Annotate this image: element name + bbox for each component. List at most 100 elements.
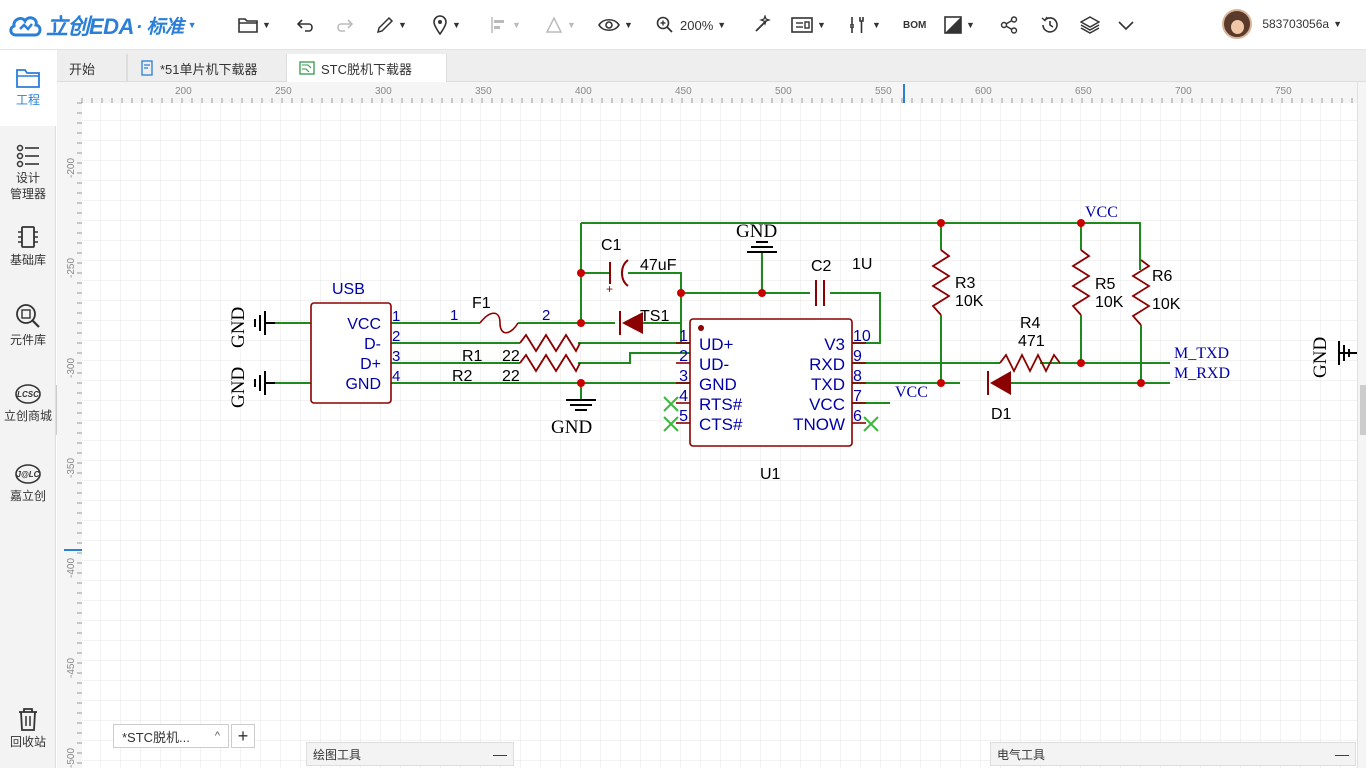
- svg-text:LCSC: LCSC: [17, 390, 39, 399]
- trash-icon: [19, 708, 37, 731]
- pencil-button[interactable]: ▼: [376, 12, 407, 38]
- sheet-tab[interactable]: *STC脱机... ^: [113, 724, 229, 748]
- rotate-icon: [545, 16, 563, 33]
- junctions: [577, 219, 1145, 387]
- theme-button[interactable]: ▼: [944, 12, 975, 38]
- gnd-symbol[interactable]: [566, 399, 596, 411]
- bom-button[interactable]: BOM: [903, 19, 927, 31]
- ruler-label: 450: [675, 86, 692, 97]
- u1-pin-num: 10: [853, 328, 871, 345]
- u1-pin-name: CTS#: [699, 415, 743, 434]
- sidebar-item-design-manager[interactable]: 设计 管理器: [0, 144, 56, 202]
- resistor-r2[interactable]: [519, 353, 581, 373]
- pcb-file-icon: [299, 61, 315, 75]
- align-button[interactable]: ▼: [490, 12, 521, 38]
- tab-stc-downloader[interactable]: STC脱机下载器: [287, 54, 447, 82]
- chevron-down-icon: ▼: [452, 20, 461, 30]
- sidebar-item-lcsc-mall[interactable]: LCSC 立创商城: [0, 382, 56, 424]
- u1-pin-name: TXD: [811, 375, 845, 394]
- gnd-symbol[interactable]: [254, 311, 275, 395]
- draw-tools-panel[interactable]: 绘图工具 —: [306, 742, 514, 766]
- top-ruler: [57, 82, 1357, 103]
- usb-connector[interactable]: USB VCC D- D+ GND 1 2 3 4: [310, 281, 400, 404]
- schematic-canvas[interactable]: 200 250 300 350 400 450 500 550 600 650 …: [57, 82, 1357, 768]
- gnd-label: GND: [736, 221, 777, 242]
- user-menu[interactable]: 583703056a ▼: [1222, 9, 1342, 39]
- location-pin-icon: [433, 15, 447, 35]
- ruler-label: -200: [66, 158, 77, 178]
- redo-button[interactable]: [335, 12, 353, 38]
- layers-button[interactable]: [1080, 12, 1100, 38]
- ruler-label: -250: [66, 258, 77, 278]
- fuse-f1[interactable]: F1 1 2: [450, 295, 550, 334]
- capacitor-c1[interactable]: + C1 47uF: [601, 237, 677, 296]
- gnd-symbol[interactable]: [747, 241, 777, 253]
- plus-icon: +: [606, 282, 613, 296]
- minimize-icon[interactable]: —: [1335, 746, 1349, 762]
- r5-ref: R5: [1095, 276, 1116, 293]
- sidebar-item-basic-lib[interactable]: 基础库: [0, 224, 56, 268]
- design-check-button[interactable]: ▼: [791, 12, 826, 38]
- rotate-button[interactable]: ▼: [545, 12, 576, 38]
- undo-button[interactable]: [297, 12, 315, 38]
- chip-icon: [18, 226, 38, 248]
- chevron-down-icon: ▼: [1333, 19, 1342, 29]
- sidebar-item-jlc[interactable]: J@LC 嘉立创: [0, 462, 56, 504]
- resistor-r3[interactable]: R3 10K: [931, 249, 984, 316]
- folder-icon: [238, 18, 258, 33]
- more-button[interactable]: [1117, 12, 1135, 38]
- capacitor-c2[interactable]: C2 1U: [811, 256, 872, 306]
- redo-icon: [337, 19, 353, 32]
- avatar[interactable]: [1222, 9, 1253, 39]
- magic-button[interactable]: [752, 12, 772, 38]
- u1-pin-num: 7: [853, 388, 862, 405]
- resistor-r4[interactable]: R4 471: [999, 315, 1061, 374]
- usb-ref: USB: [332, 281, 365, 298]
- tree-list-icon: [16, 144, 39, 168]
- ruler-label: -400: [66, 558, 77, 578]
- app-logo[interactable]: 立创EDA · 标准 ▼: [8, 10, 196, 40]
- d1-ref: D1: [991, 406, 1012, 423]
- resistor-r5[interactable]: R5 10K: [1071, 249, 1124, 316]
- place-button[interactable]: ▼: [432, 12, 461, 38]
- share-button[interactable]: [1000, 12, 1018, 38]
- net-label-txd: M_TXD: [1174, 345, 1229, 362]
- schematic-svg[interactable]: 200 250 300 350 400 450 500 550 600 650 …: [57, 82, 1357, 768]
- diode-ts1[interactable]: TS1: [619, 308, 669, 335]
- c1-ref: C1: [601, 237, 622, 254]
- chevron-down-icon: [1118, 21, 1134, 31]
- chevron-down-icon: ▼: [398, 20, 407, 30]
- wires: [275, 222, 1170, 404]
- contrast-icon: [944, 16, 962, 34]
- electrical-tools-panel[interactable]: 电气工具 —: [990, 742, 1356, 766]
- add-sheet-button[interactable]: +: [231, 724, 255, 748]
- zoom-button[interactable]: 200% ▼: [656, 12, 726, 38]
- tools-button[interactable]: ▼: [848, 12, 881, 38]
- ic-u1[interactable]: UD+ UD- GND RTS# CTS# V3 RXD TXD VCC TNO…: [679, 318, 871, 483]
- resistor-r6[interactable]: R6 10K: [1131, 259, 1181, 326]
- chevron-down-icon[interactable]: ▼: [187, 20, 197, 30]
- view-button[interactable]: ▼: [598, 12, 633, 38]
- sidebar-item-project[interactable]: 工程: [0, 50, 56, 126]
- undo-icon: [297, 19, 313, 32]
- file-button[interactable]: ▼: [238, 12, 271, 38]
- tab-start[interactable]: 开始: [57, 54, 127, 82]
- ruler-label: 250: [275, 86, 292, 97]
- sidebar-item-label: 嘉立创: [9, 489, 46, 503]
- u1-pin-num: 5: [679, 408, 688, 425]
- resistor-r1[interactable]: [519, 333, 581, 353]
- right-panel-collapse-handle[interactable]: [1360, 385, 1366, 435]
- gnd-symbol[interactable]: [1338, 341, 1357, 365]
- tab-51-downloader[interactable]: *51单片机下载器: [127, 54, 287, 82]
- minimize-icon[interactable]: —: [493, 746, 507, 762]
- u1-ref: U1: [760, 466, 781, 483]
- u1-pin-name: UD-: [699, 355, 729, 374]
- sidebar-item-recycle-bin[interactable]: 回收站: [0, 706, 56, 750]
- history-icon: [1041, 16, 1058, 33]
- chevron-up-icon[interactable]: ^: [214, 730, 220, 742]
- diode-d1[interactable]: D1: [987, 371, 1012, 423]
- history-button[interactable]: [1040, 12, 1060, 38]
- u1-pin-name: TNOW: [793, 415, 845, 434]
- sidebar-item-component-lib[interactable]: 元件库: [0, 302, 56, 348]
- vcc-net-label: VCC: [1085, 204, 1118, 221]
